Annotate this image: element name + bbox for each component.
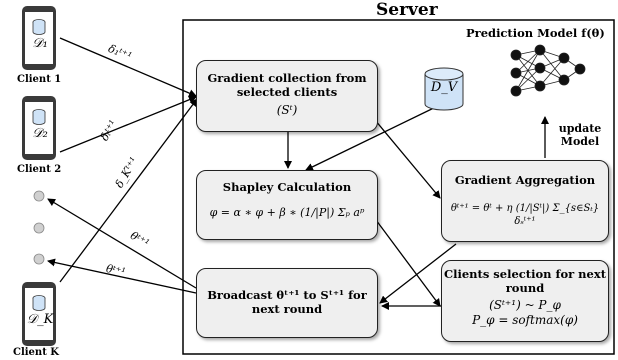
arrow-broadcast-to-dot3	[47, 258, 197, 294]
gradient-collection-line3: (Sᵗ)	[276, 102, 298, 117]
client-2-phone-icon	[22, 96, 56, 160]
ellipsis-dot-1	[33, 190, 45, 202]
broadcast-line1: Broadcast θᵗ⁺¹ to Sᵗ⁺¹ for	[207, 288, 367, 302]
clients-selection-box: Clients selection for next round (Sᵗ⁺¹) …	[441, 260, 609, 342]
client-1-dataset-symbol: 𝒟₁	[32, 36, 48, 51]
arrow-clientk-to-collection	[59, 98, 198, 283]
shapley-calculation-box: Shapley Calculation φ = α ∗ φ + β ∗ (1/|…	[196, 170, 378, 240]
client-1-label: Client 1	[17, 74, 62, 85]
aggregation-title: Gradient Aggregation	[454, 173, 596, 187]
arrow-shapley-to-selection	[375, 219, 441, 307]
arrow-broadcast-to-dot1	[47, 198, 197, 289]
client-2-label: Client 2	[17, 164, 62, 175]
server-title: Server	[376, 0, 438, 20]
arrow-client1-to-collection	[59, 37, 197, 97]
ellipsis-dot-3	[33, 253, 45, 265]
client-k-label: Client K	[13, 347, 59, 358]
selection-line2: round	[505, 281, 545, 296]
aggregation-formula: θᵗ⁺¹ = θᵗ + η (1/|Sᵗ|) Σ_{s∈Sₜ} δₛᵗ⁺¹	[450, 203, 600, 227]
client-1-phone-icon	[22, 6, 56, 70]
client-k-dataset-symbol: 𝒟_K	[26, 312, 54, 327]
update-model-line2: Model	[560, 134, 600, 148]
shapley-formula: φ = α ∗ φ + β ∗ (1/|P|) Σₚ aᵖ	[209, 206, 365, 220]
client-k-phone-icon	[22, 282, 56, 346]
client-2-dataset-symbol: 𝒟₂	[32, 126, 48, 141]
neural-network-icon	[510, 44, 586, 97]
prediction-model-title: Prediction Model f(θ)	[466, 26, 605, 40]
broadcast-line2: next round	[251, 302, 323, 317]
gradient-aggregation-box: Gradient Aggregation θᵗ⁺¹ = θᵗ + η (1/|S…	[441, 160, 609, 242]
arrow-dataset-to-shapley	[305, 103, 443, 171]
update-model-line1: update	[558, 122, 602, 135]
update-model-label: update Model	[556, 122, 604, 148]
server-container	[182, 19, 615, 355]
arrow-client2-to-collection	[59, 95, 197, 153]
gradient-collection-line1: Gradient collection from	[207, 71, 367, 85]
selection-line1: Clients selection for next	[443, 267, 607, 281]
selection-line4: P_φ = softmax(φ)	[472, 312, 578, 327]
arrow-aggregation-to-broadcast	[379, 243, 457, 304]
ellipsis-dot-2	[33, 222, 45, 234]
gradient-collection-line2: selected clients	[236, 85, 338, 100]
validation-dataset-symbol: D_V	[430, 80, 458, 95]
validation-dataset-icon	[424, 67, 464, 111]
selection-line3: (Sᵗ⁺¹) ~ P_φ	[489, 297, 561, 312]
gradient-collection-box: Gradient collection from selected client…	[196, 60, 378, 132]
broadcast-box: Broadcast θᵗ⁺¹ to Sᵗ⁺¹ for next round	[196, 268, 378, 338]
shapley-title: Shapley Calculation	[222, 180, 352, 194]
